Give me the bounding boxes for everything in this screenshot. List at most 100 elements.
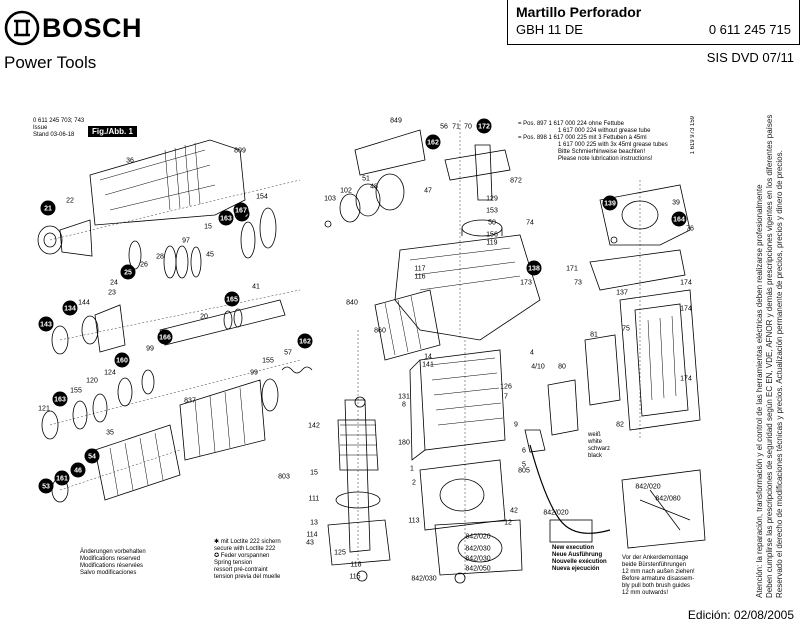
part-callout: 51 <box>362 176 370 183</box>
note-line: Modifications réservées <box>80 563 144 569</box>
part-number-label: 141 <box>422 362 434 369</box>
part-number-label: 42 <box>510 508 518 515</box>
part-callout: 46 <box>70 462 86 478</box>
part-callout: 57 <box>284 350 292 357</box>
part-callout: 70 <box>464 124 472 131</box>
part-callout: 842/020 <box>543 510 568 517</box>
cylinder <box>374 289 441 361</box>
part-number-label: 124 <box>104 370 116 377</box>
part-number-label: 842/080 <box>655 496 680 503</box>
part-callout-badge <box>40 200 56 216</box>
part-callout: 809 <box>234 148 246 155</box>
part-number-label: 174 <box>680 376 692 383</box>
part-callout: 9 <box>514 422 518 429</box>
wire-labels: weiß white schwarz black <box>588 432 610 460</box>
part-callout: 76 <box>686 226 694 233</box>
part-number-label: 5 <box>522 462 526 469</box>
ring <box>72 400 88 430</box>
part-callout-badge <box>114 352 130 368</box>
part-number-label: 119 <box>486 240 497 247</box>
part-number-label: 842/030 <box>411 576 436 583</box>
part-callout: 138 <box>526 260 542 276</box>
part-number-label: 143 <box>40 322 52 329</box>
part-callout: 842/020 <box>465 534 490 541</box>
part-callout: 102 <box>340 188 352 195</box>
part-callout: 174 <box>680 280 692 287</box>
part-callout: 45 <box>206 252 214 259</box>
part-callout-badge <box>297 333 313 349</box>
part-number-label: 117 <box>414 266 425 273</box>
part-callout-badge <box>233 202 249 218</box>
note-line: Vor der Ankerdemontage <box>622 555 689 561</box>
part-callout: 20 <box>200 314 208 321</box>
part-number-label: 76 <box>686 226 694 233</box>
part-callout: 141 <box>422 362 434 369</box>
part-callout: 803 <box>278 474 290 481</box>
part-callout: 54 <box>84 448 100 464</box>
ring <box>163 245 177 279</box>
part-number-label: 139 <box>604 201 616 208</box>
part-number-label: 120 <box>86 378 98 385</box>
part-number-label: 129 <box>486 196 498 203</box>
part-callout: 12 <box>504 520 512 527</box>
part-callout: 837 <box>184 398 196 405</box>
cable-guard <box>524 429 546 453</box>
note-line: secure with Loctite 222 <box>214 546 276 552</box>
ring <box>128 240 142 270</box>
brush-plate <box>434 519 523 576</box>
part-number-label: 860 <box>374 328 386 335</box>
part-callout: 116 <box>414 274 425 281</box>
part-number-label: 22 <box>66 198 74 205</box>
part-callout-badge <box>38 316 54 332</box>
exploded-view-diagram: 3680921221701516316715428974525262423134… <box>37 118 706 584</box>
part-number-label: 26 <box>140 262 148 269</box>
switch <box>547 379 579 436</box>
note-line: 12 mm outwards! <box>622 590 669 596</box>
part-number-label: 837 <box>184 398 196 405</box>
note-line: = Pos. 897 1 617 000 224 ohne Fettube <box>518 121 624 127</box>
note-line: bly pull both brush guides <box>622 583 691 589</box>
model-name: GBH 11 DE <box>516 22 583 37</box>
note-line: Please note lubrication instructions! <box>558 156 653 162</box>
stamp-line: 0 611 245 703; 743 <box>33 118 85 124</box>
rear-top-housing <box>599 184 691 246</box>
part-callout-badge <box>224 291 240 307</box>
armature-notes: Vor der Ankerdemontage beide Bürstenführ… <box>622 555 695 597</box>
part-number-label: 173 <box>520 280 532 287</box>
part-number-label: 39 <box>672 200 680 207</box>
ring <box>81 315 99 345</box>
part-number-label: 24 <box>110 280 118 287</box>
part-number-label: 138 <box>528 266 540 273</box>
part-callout: 162 <box>425 134 441 150</box>
part-number-label: 125 <box>334 550 346 557</box>
part-callout: 14 <box>424 354 432 361</box>
part-callout: 48 <box>370 184 378 191</box>
part-callout: 103 <box>324 196 336 203</box>
part-callout: 172 <box>476 118 492 134</box>
note-line: Modifications reserved <box>80 556 141 562</box>
part-number-label: 849 <box>390 118 402 125</box>
note-line: ressort pré-contraint <box>214 567 268 573</box>
part-number-label: 4/10 <box>531 364 545 371</box>
brand-name: BOSCH <box>42 13 143 43</box>
note-line: Before armature disassem- <box>622 576 695 582</box>
tool-holder-cap <box>37 225 63 255</box>
part-number-label: 102 <box>340 188 352 195</box>
part-callout: 842/080 <box>655 496 680 503</box>
part-callout: 166 <box>157 329 173 345</box>
spindle <box>94 424 181 501</box>
part-callout: 47 <box>424 188 432 195</box>
position-notes: = Pos. 897 1 617 000 224 ohne Fettube 1 … <box>518 121 668 163</box>
part-number-label: 131 <box>398 394 410 401</box>
issue-stamp: 0 611 245 703; 743 Issue Stand 03-06-18 <box>33 118 84 139</box>
part-callout-badge <box>218 210 234 226</box>
part-callout: 5 <box>522 462 526 469</box>
note-line: ✪ Feder vorspannen <box>214 553 270 559</box>
part-number-label: 15 <box>204 224 212 231</box>
part-callout: 39 <box>672 200 680 207</box>
front-housing <box>89 139 246 226</box>
part-callout: 120 <box>86 378 98 385</box>
part-number-label: 99 <box>146 346 154 353</box>
part-number-label: 163 <box>54 397 66 404</box>
part-number-label: 134 <box>64 306 76 313</box>
